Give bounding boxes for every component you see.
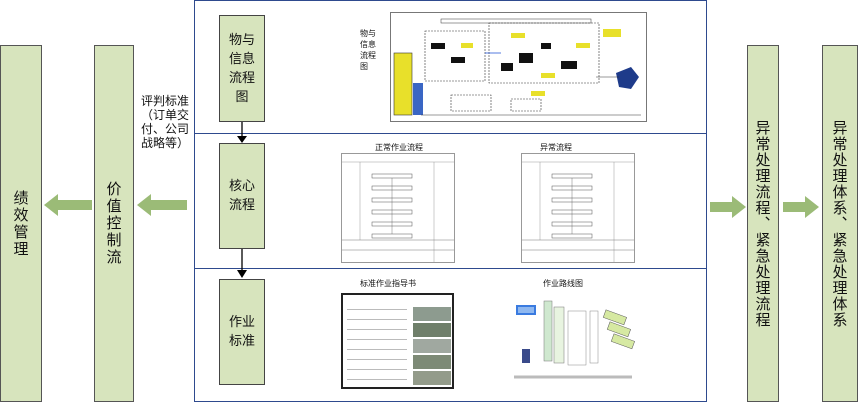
performance-mgmt-box: 绩效管理 [0,45,42,402]
abnormal-process-label: 异常处理流程、紧急处理流程 [753,119,772,328]
frame-divider-2 [194,268,707,269]
sop-line [347,339,407,340]
abnormal-flow-caption: 异常流程 [540,143,572,152]
sop-photo-1 [413,307,451,321]
arrow-to-abnormal-process [710,196,746,218]
sop-photo-5 [413,371,451,385]
normal-flow-doc [341,153,455,263]
down-arrow-1 [237,122,247,143]
down-arrow-2 [237,249,247,278]
material-info-diagram [390,12,647,122]
stage-material-info: 物与信息流程图 [219,15,265,122]
sop-doc [341,293,454,389]
abnormal-system-label: 异常处理体系、紧急处理体系 [830,119,849,328]
sop-photo-2 [413,323,451,337]
sop-line [347,309,407,310]
arrow-to-value-control [137,194,187,216]
criteria-label: 评判标准（订单交付、公司战略等） [141,94,190,150]
stage-work-standard: 作业标准 [219,279,265,385]
route-map-drawing [514,300,635,379]
route-map-caption: 作业路线图 [543,279,583,288]
arrow-to-performance [44,194,92,216]
value-control-label: 价值控制流 [104,181,123,266]
abnormal-flow-doc [521,153,635,263]
normal-flow-caption: 正常作业流程 [375,143,423,152]
abnormal-system-box: 异常处理体系、紧急处理体系 [822,45,858,402]
abnormal-flow-drawing [522,161,634,262]
normal-flow-drawing [342,161,454,262]
frame-divider-1 [194,133,707,134]
sop-photo-3 [413,339,451,353]
abnormal-process-box: 异常处理流程、紧急处理流程 [747,45,779,402]
sop-line [347,319,407,320]
arrow-to-abnormal-system [783,196,819,218]
sop-line [347,329,407,330]
process-frame [194,0,707,402]
performance-mgmt-label: 绩效管理 [11,189,30,258]
sop-line [347,349,407,350]
material-info-diagram-drawing [393,18,641,116]
stage-core-process: 核心流程 [219,143,265,249]
sop-line [347,379,407,380]
sop-line [347,359,407,360]
sop-caption: 标准作业指导书 [360,279,416,288]
material-info-thumb-caption: 物与信息流程图 [360,29,376,71]
value-control-box: 价值控制流 [94,45,134,402]
sop-line [347,369,407,370]
sop-photo-4 [413,355,451,369]
